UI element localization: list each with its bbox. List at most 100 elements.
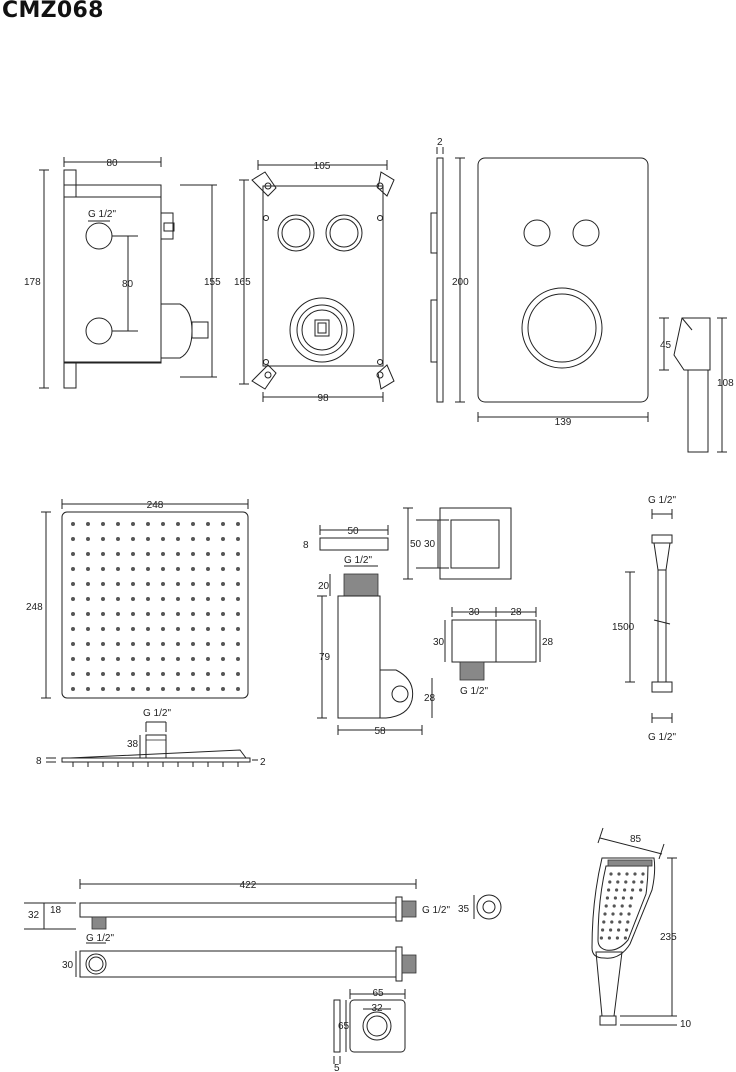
nozzle-dot: [623, 936, 628, 940]
nozzle-dot: [131, 522, 135, 526]
dim-165-height: 165: [234, 277, 251, 288]
nozzle-dot: [221, 657, 225, 661]
nozzle-dot: [221, 642, 225, 646]
nozzle-dot: [191, 612, 195, 616]
dim-248-width: 248: [147, 500, 164, 511]
dim-65-height: 65: [338, 1021, 350, 1032]
nozzle-dot: [221, 522, 225, 526]
nozzle-dot: [146, 612, 150, 616]
dim-108-height: 108: [717, 378, 734, 389]
nozzle-dot: [191, 627, 195, 631]
nozzle-dot: [161, 522, 165, 526]
nozzle-dot: [206, 522, 210, 526]
nozzle-dot: [626, 920, 630, 924]
nozzle-dot: [86, 567, 90, 571]
nozzle-dot: [161, 552, 165, 556]
nozzle-dot: [191, 642, 195, 646]
nozzle-dot: [236, 552, 240, 556]
nozzle-dot: [221, 687, 225, 691]
nozzle-dot: [206, 567, 210, 571]
nozzle-dot: [146, 597, 150, 601]
nozzle-dot: [86, 552, 90, 556]
nozzle-dot: [206, 687, 210, 691]
nozzle-dot: [131, 597, 135, 601]
nozzle-dot: [599, 936, 604, 940]
nozzle-dot: [221, 567, 225, 571]
nozzle-dot: [101, 612, 105, 616]
shower-head-view: 248 248 G 1/2" 38 8 2: [26, 499, 266, 768]
nozzle-dot: [236, 522, 240, 526]
dim-32-flange: 32: [371, 1003, 383, 1014]
nozzle-dot: [206, 612, 210, 616]
nozzle-dot: [131, 672, 135, 676]
nozzle-dot: [146, 642, 150, 646]
nozzle-dot: [146, 567, 150, 571]
dim-58-width: 58: [374, 726, 386, 737]
nozzle-dot: [116, 612, 120, 616]
nozzle-dot: [116, 567, 120, 571]
nozzle-dot: [131, 687, 135, 691]
nozzle-dot: [161, 627, 165, 631]
dim-155-height: 155: [204, 277, 221, 288]
dim-2-thickness: 2: [437, 137, 443, 148]
nozzle-dot: [146, 582, 150, 586]
nozzle-dot: [236, 642, 240, 646]
nozzle-dot: [146, 657, 150, 661]
nozzle-dot: [206, 597, 210, 601]
nozzle-dot: [608, 880, 612, 884]
nozzle-dot: [86, 627, 90, 631]
dim-105-width: 105: [314, 161, 331, 172]
dim-20-height: 20: [318, 581, 330, 592]
nozzle-dot: [86, 657, 90, 661]
nozzle-dot: [131, 642, 135, 646]
nozzle-dot: [86, 687, 90, 691]
nozzle-dot: [601, 928, 605, 932]
nozzle-dot: [161, 597, 165, 601]
nozzle-dot: [176, 537, 180, 541]
nozzle-dot: [236, 672, 240, 676]
shower-nozzle-grid: [71, 522, 240, 691]
dim-50-height: 50: [410, 539, 422, 550]
nozzle-dot: [86, 537, 90, 541]
nozzle-dot: [161, 687, 165, 691]
dim-18-height: 18: [50, 905, 62, 916]
dim-g12-elbow: G 1/2": [460, 686, 488, 697]
dim-30-arm: 30: [62, 960, 74, 971]
dim-8-thickness: 8: [36, 756, 42, 767]
nozzle-dot: [71, 657, 75, 661]
nozzle-dot: [639, 888, 643, 892]
hand-shower-view: 85 235 10: [591, 827, 692, 1030]
nozzle-dot: [612, 904, 616, 908]
nozzle-dot: [624, 880, 628, 884]
dim-10-height: 10: [680, 1019, 692, 1030]
nozzle-dot: [146, 537, 150, 541]
nozzle-dot: [176, 642, 180, 646]
nozzle-dot: [86, 582, 90, 586]
nozzle-dot: [176, 672, 180, 676]
nozzle-dot: [116, 537, 120, 541]
nozzle-dot: [206, 627, 210, 631]
nozzle-dot: [146, 522, 150, 526]
nozzle-dot: [71, 672, 75, 676]
nozzle-dot: [603, 912, 607, 916]
dim-248-height: 248: [26, 602, 43, 613]
dim-8-plate: 8: [303, 540, 309, 551]
nozzle-dot: [131, 567, 135, 571]
nozzle-dot: [236, 687, 240, 691]
nozzle-dot: [206, 552, 210, 556]
valve-side-view: 80 G 1/2" 80 178 155: [24, 157, 221, 389]
nozzle-dot: [131, 552, 135, 556]
dim-30-elbow-h: 30: [433, 637, 445, 648]
nozzle-dot: [131, 582, 135, 586]
nozzle-dot: [616, 880, 620, 884]
nozzle-dot: [71, 687, 75, 691]
nozzle-dot: [619, 912, 623, 916]
dim-28-holder: 28: [424, 693, 436, 704]
nozzle-dot: [116, 552, 120, 556]
nozzle-dot: [71, 552, 75, 556]
nozzle-dot: [131, 627, 135, 631]
dim-g12-hose-top: G 1/2": [648, 495, 676, 506]
nozzle-dot: [617, 872, 621, 876]
nozzle-dot: [71, 597, 75, 601]
